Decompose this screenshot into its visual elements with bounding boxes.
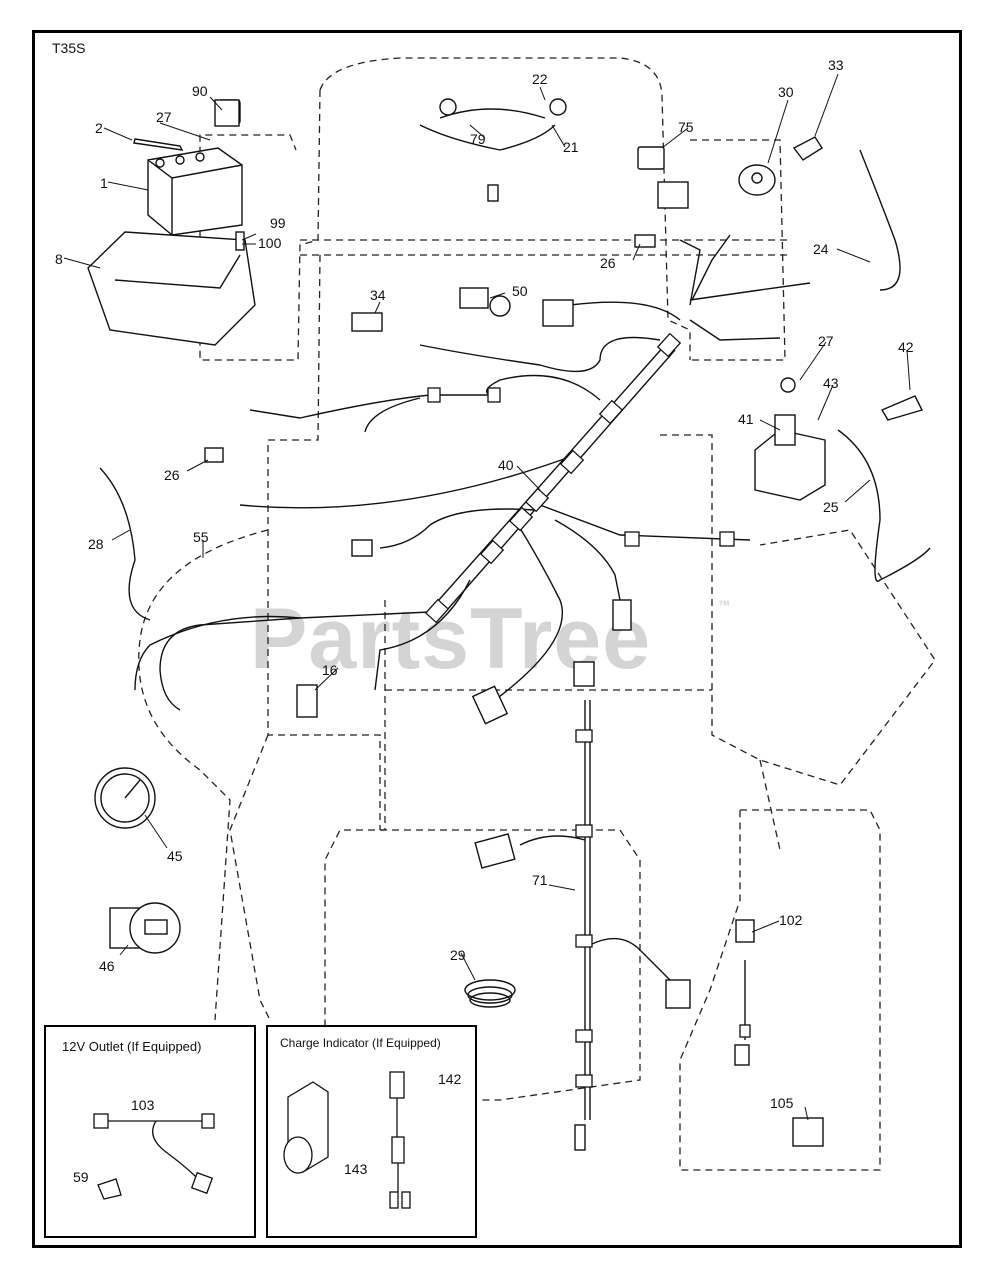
part-labels: 1 2 8 16 21 22 24 25 26 26 27 27 28 29 3… (55, 57, 914, 1111)
starter-cable (99, 467, 151, 621)
bulb-socket-ground (574, 1124, 586, 1151)
part-label: 25 (823, 499, 839, 515)
fuse (204, 447, 224, 463)
part-label: 105 (770, 1095, 794, 1111)
nut (780, 377, 796, 393)
diagram-code: T35S (52, 40, 86, 56)
connector-90 (214, 99, 240, 127)
connector-mid (471, 685, 509, 725)
light-switch (637, 146, 665, 170)
inset-charge-indicator-title: Charge Indicator (If Equipped) (280, 1036, 441, 1050)
part-label: 100 (258, 235, 282, 251)
part-label: 103 (131, 1097, 155, 1113)
part-label: 1 (100, 175, 108, 191)
boot (880, 395, 924, 421)
wire-coil (464, 979, 516, 1008)
ground-cable (859, 149, 901, 291)
part-label: 8 (55, 251, 63, 267)
part-label: 34 (370, 287, 386, 303)
part-label: 21 (563, 139, 579, 155)
hour-meter-gauge (94, 767, 156, 829)
part-label: 55 (193, 529, 209, 545)
part-label: 143 (344, 1161, 368, 1177)
connector-48 (351, 539, 373, 557)
pto-switch (612, 599, 632, 631)
headlight-assembly (419, 98, 567, 202)
part-label: 99 (270, 215, 286, 231)
part-label: 27 (156, 109, 172, 125)
harness-102-plug (735, 919, 755, 943)
part-label: 16 (322, 662, 338, 678)
label-card (542, 299, 574, 327)
relay (459, 287, 489, 309)
part-label: 90 (192, 83, 208, 99)
part-label: 46 (99, 958, 115, 974)
diode-34 (351, 312, 383, 332)
part-label: 42 (898, 339, 914, 355)
connector-right (665, 979, 691, 1009)
inset-12v-outlet: 12V Outlet (If Equipped) 103 59 (44, 1025, 256, 1238)
part-label: 33 (828, 57, 844, 73)
part-label: 102 (779, 912, 803, 928)
part-label: 59 (73, 1169, 89, 1185)
fuse-holder (634, 234, 656, 248)
part-label: 29 (450, 947, 466, 963)
solenoid (754, 414, 826, 501)
battery (147, 147, 243, 236)
part-label: 79 (470, 131, 486, 147)
connector-bottom (573, 661, 595, 687)
ignition-switch (738, 164, 776, 196)
seat-switch (296, 684, 318, 718)
inset-charge-indicator: Charge Indicator (If Equipped) 142 143 (266, 1025, 477, 1238)
part-label: 22 (532, 71, 548, 87)
part-label: 41 (738, 411, 754, 427)
key (792, 136, 823, 161)
inset-12v-outlet-title: 12V Outlet (If Equipped) (62, 1039, 202, 1054)
part-label: 24 (813, 241, 829, 257)
positive-cable (837, 429, 931, 582)
battery-tray (87, 231, 256, 346)
part-label: 50 (512, 283, 528, 299)
part-label: 45 (167, 848, 183, 864)
chassis-outline (138, 57, 936, 1171)
hold-down-bolt (235, 231, 245, 251)
trademark: ™ (718, 598, 730, 612)
part-label: 30 (778, 84, 794, 100)
connector-71 (474, 833, 516, 869)
part-label: 71 (532, 872, 548, 888)
harness-clips (424, 332, 751, 1088)
outlet-harness-drawing (93, 1113, 215, 1200)
part-label: 28 (88, 536, 104, 552)
part-label: 27 (818, 333, 834, 349)
charge-indicator-drawing (283, 1071, 411, 1209)
part-label: 40 (498, 457, 514, 473)
leader-lines (63, 73, 911, 1121)
part-label: 142 (438, 1071, 462, 1087)
part-label: 26 (600, 255, 616, 271)
relay-cap (489, 295, 511, 317)
part-label: 43 (823, 375, 839, 391)
battery-bolt (133, 138, 184, 151)
part-label: 26 (164, 467, 180, 483)
hour-meter-digital (109, 902, 181, 954)
part-label: 2 (95, 120, 103, 136)
label-card-2 (657, 181, 689, 209)
main-harness (134, 234, 811, 1120)
diagram-frame (32, 30, 962, 1248)
part-label: 75 (678, 119, 694, 135)
harness-102-end (734, 1044, 750, 1066)
relay-105 (792, 1117, 824, 1147)
